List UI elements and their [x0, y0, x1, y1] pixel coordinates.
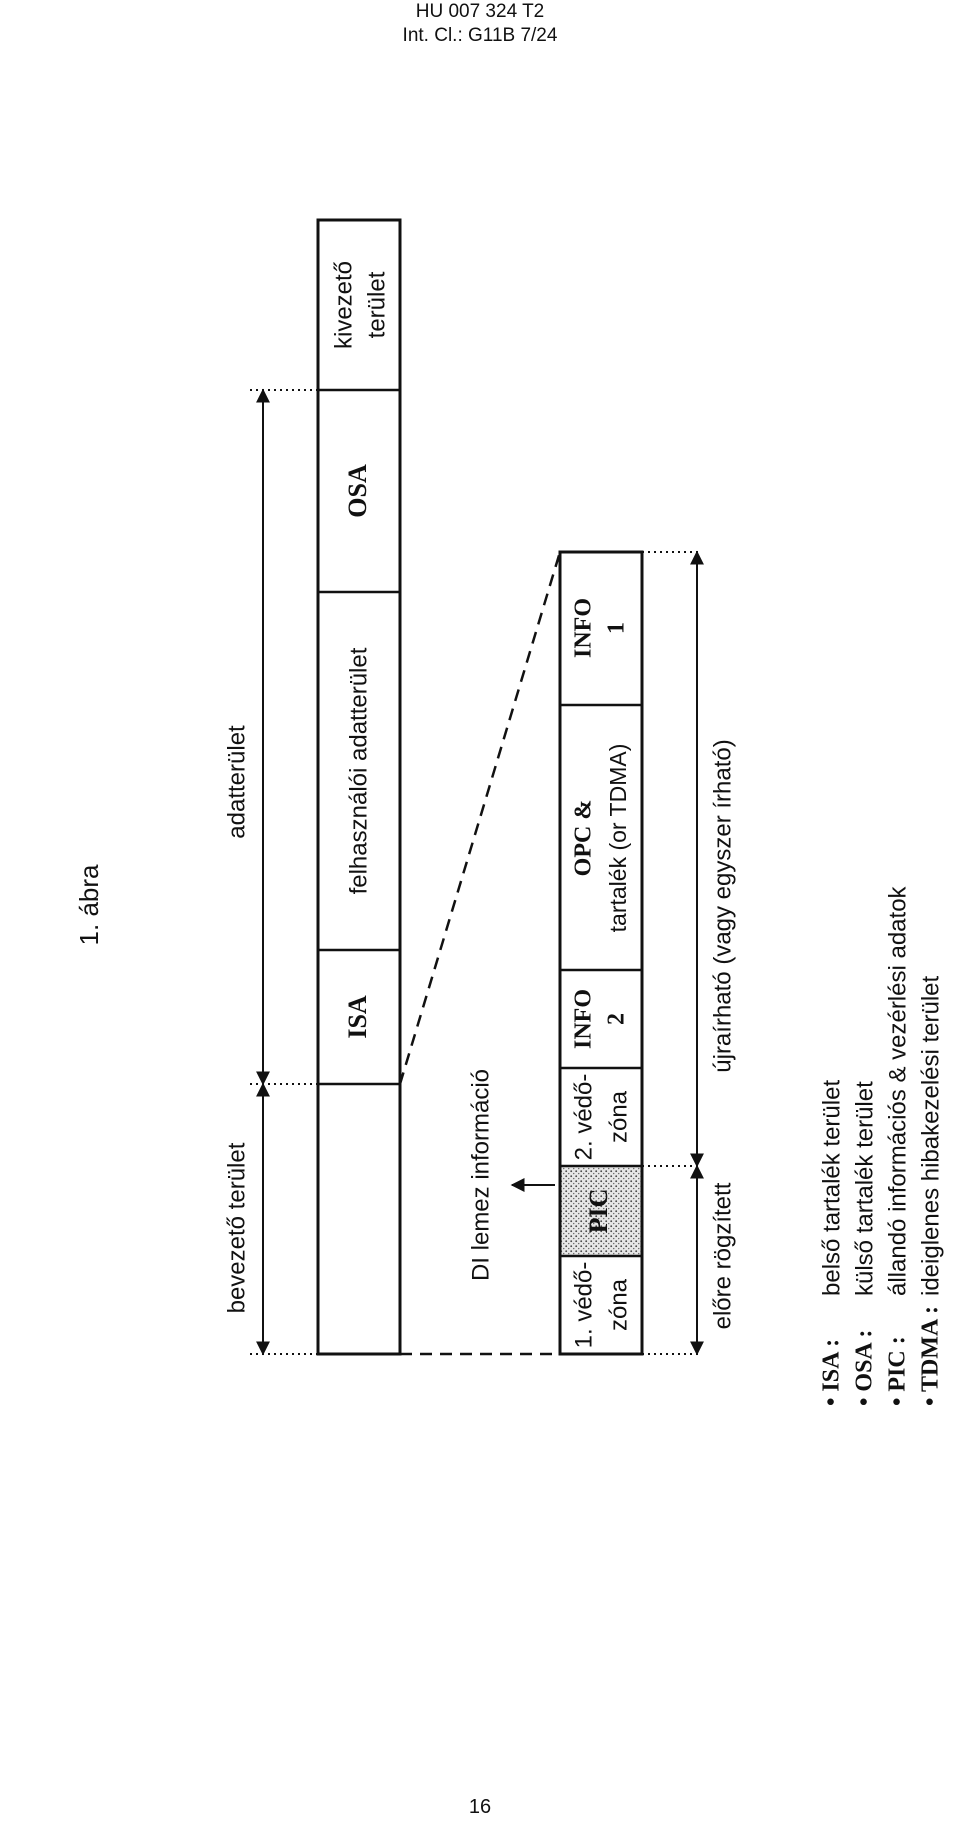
- legend-abbr: • TDMA :: [918, 1306, 944, 1406]
- zoom-line-top: [398, 551, 562, 1085]
- page-number: 16: [468, 1796, 492, 1818]
- figure-title: 1. ábra: [74, 864, 104, 945]
- detail-disc-bar: [558, 550, 644, 1356]
- legend-abbr: • OSA :: [852, 1330, 878, 1406]
- guard-zone-1-line1: 1. védő-: [570, 1262, 597, 1349]
- rewritable-label: újraírható (vagy egyszer írható): [709, 739, 736, 1072]
- document-number: HU 007 324 T2: [415, 1, 545, 22]
- legend: • ISA : belső tartalék terület • OSA : k…: [818, 885, 944, 1406]
- lead-out-label-line2: terület: [363, 271, 390, 338]
- di-info-label: DI lemez információ: [467, 1069, 494, 1281]
- lead-in-label: bevezető terület: [223, 1142, 250, 1313]
- guard-zone-2-line1: 2. védő-: [570, 1074, 597, 1161]
- info1-line1: INFO: [571, 598, 597, 658]
- info2-line2: 2: [604, 1013, 630, 1025]
- lead-out-label-line1: kivezető: [330, 261, 357, 349]
- classification-code: Int. Cl.: G11B 7/24: [402, 25, 558, 46]
- guard-zone-1-line2: zóna: [605, 1278, 632, 1331]
- pic-hatched-segment: [561, 1166, 641, 1256]
- info2-line1: INFO: [571, 989, 597, 1049]
- prerecorded-label: előre rögzített: [709, 1182, 736, 1329]
- guard-zone-2-line2: zóna: [605, 1090, 632, 1143]
- legend-text: állandó információs & vezérlési adatok: [884, 885, 911, 1296]
- legend-text: külső tartalék terület: [851, 1081, 878, 1296]
- legend-abbr: • ISA :: [819, 1339, 845, 1406]
- pic-segment-label: PIC: [584, 1189, 613, 1234]
- opc-line1: OPC &: [571, 800, 597, 877]
- opc-line2: tartalék (or TDMA): [605, 744, 631, 933]
- legend-text: belső tartalék terület: [818, 1080, 845, 1296]
- page-header: HU 007 324 T2 Int. Cl.: G11B 7/24: [0, 0, 960, 48]
- isa-segment-label: ISA: [343, 995, 372, 1039]
- data-area-label: adatterület: [223, 725, 250, 839]
- osa-segment-label: OSA: [343, 464, 372, 518]
- legend-abbr: • PIC :: [885, 1336, 911, 1406]
- main-disc-bar: [316, 218, 402, 1356]
- info1-line2: 1: [604, 622, 630, 634]
- user-data-segment-label: felhasználói adatterület: [345, 647, 372, 894]
- legend-text: ideiglenes hibakezelési terület: [917, 975, 944, 1296]
